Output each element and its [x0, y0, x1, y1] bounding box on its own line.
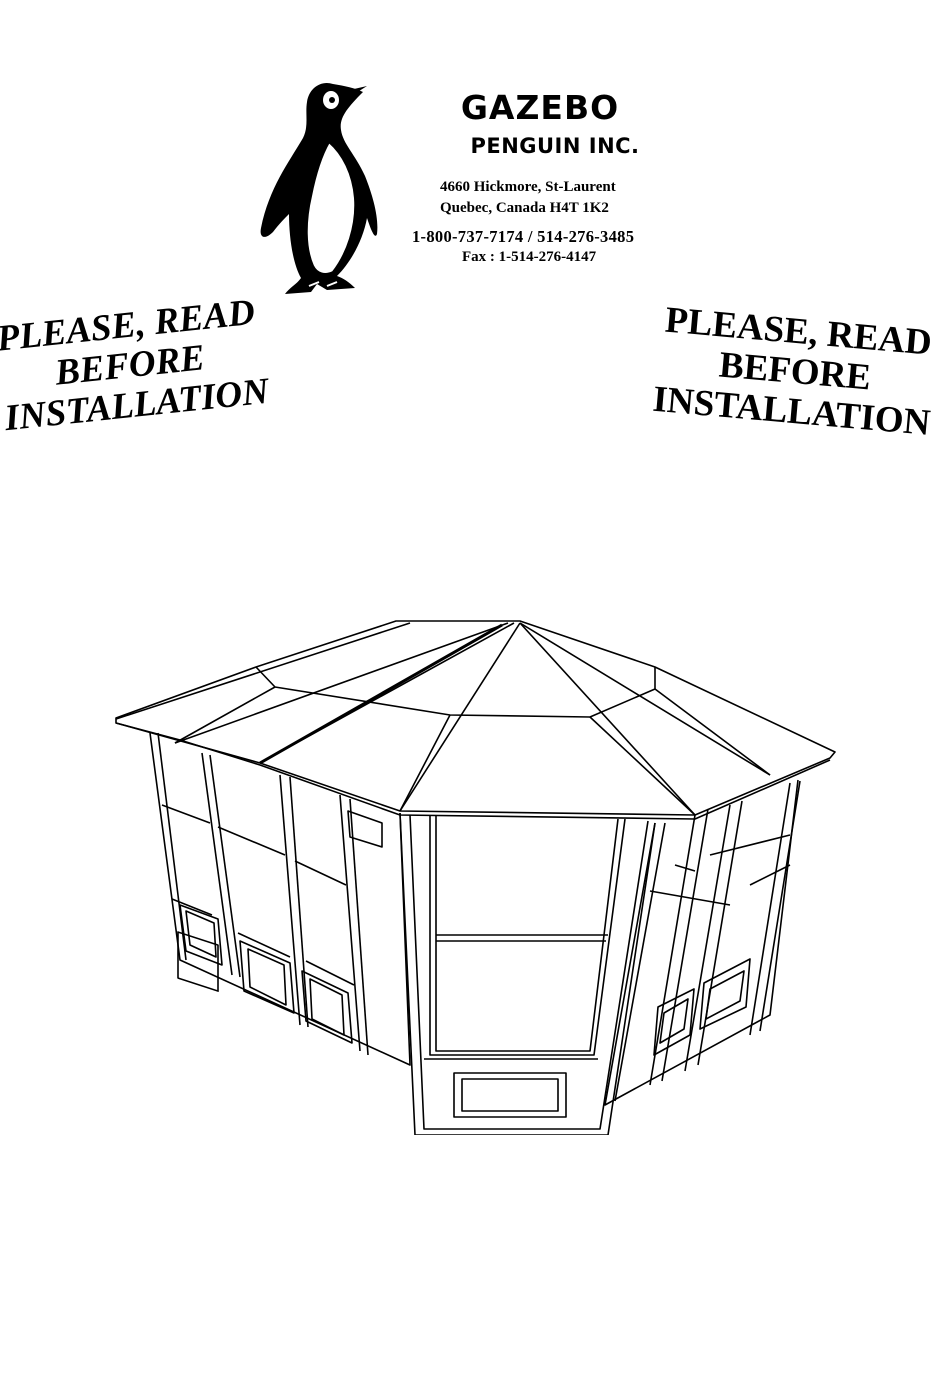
penguin-logo-icon: [255, 78, 380, 300]
fax-number: Fax : 1-514-276-4147: [462, 249, 596, 266]
read-notice-left: PLEASE, READ BEFORE INSTALLATION: [0, 293, 266, 440]
address-line-1: 4660 Hickmore, St-Laurent: [440, 179, 670, 196]
address-line-2: Quebec, Canada H4T 1K2: [440, 200, 670, 217]
gazebo-illustration-icon: [110, 615, 840, 1135]
company-name: PENGUIN INC.: [440, 134, 670, 158]
phone-numbers: 1-800-737-7174 / 514-276-3485: [412, 227, 634, 247]
brand-name: GAZEBO: [440, 88, 640, 127]
read-notice-right: PLEASE, READ BEFORE INSTALLATION: [650, 300, 939, 444]
